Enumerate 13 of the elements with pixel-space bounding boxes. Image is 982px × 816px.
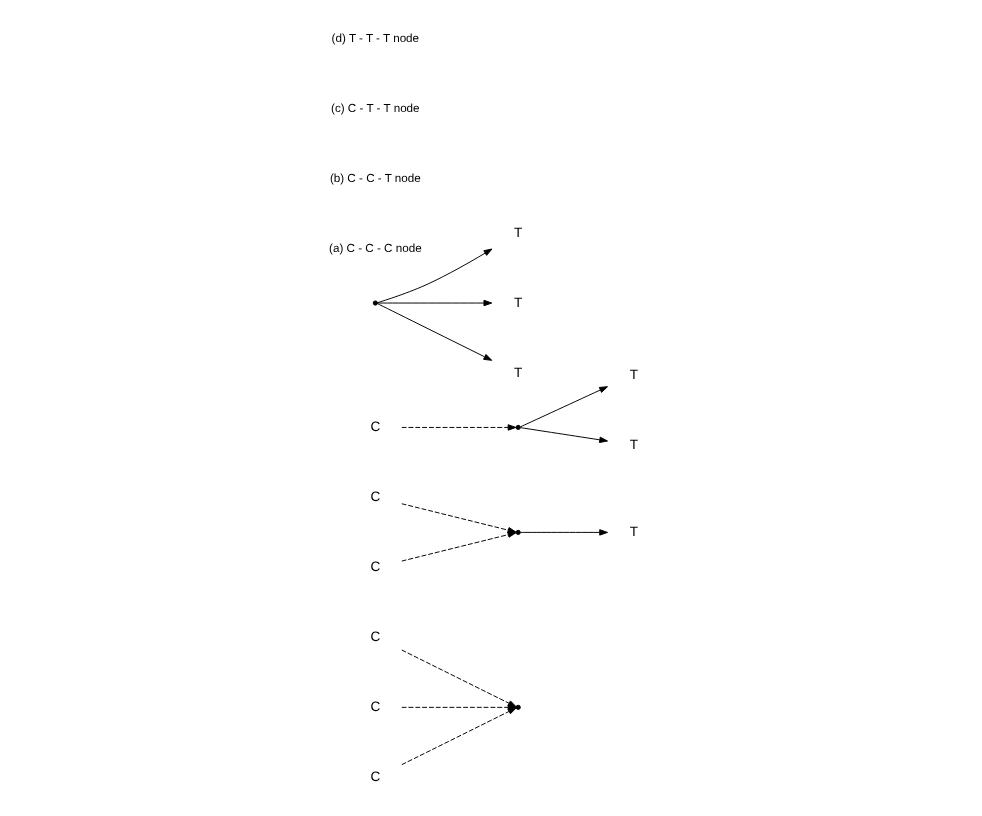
arrow <box>519 386 608 428</box>
arrow <box>401 424 517 431</box>
arrow <box>519 529 608 536</box>
node-point <box>515 704 521 710</box>
arrow <box>377 248 493 304</box>
node-point <box>515 529 521 535</box>
arrow <box>377 303 493 361</box>
node-point <box>515 424 521 431</box>
arrow <box>401 531 517 562</box>
arrow <box>377 299 493 307</box>
arrow <box>519 427 608 443</box>
arrow <box>401 707 517 766</box>
node-point <box>372 300 378 306</box>
